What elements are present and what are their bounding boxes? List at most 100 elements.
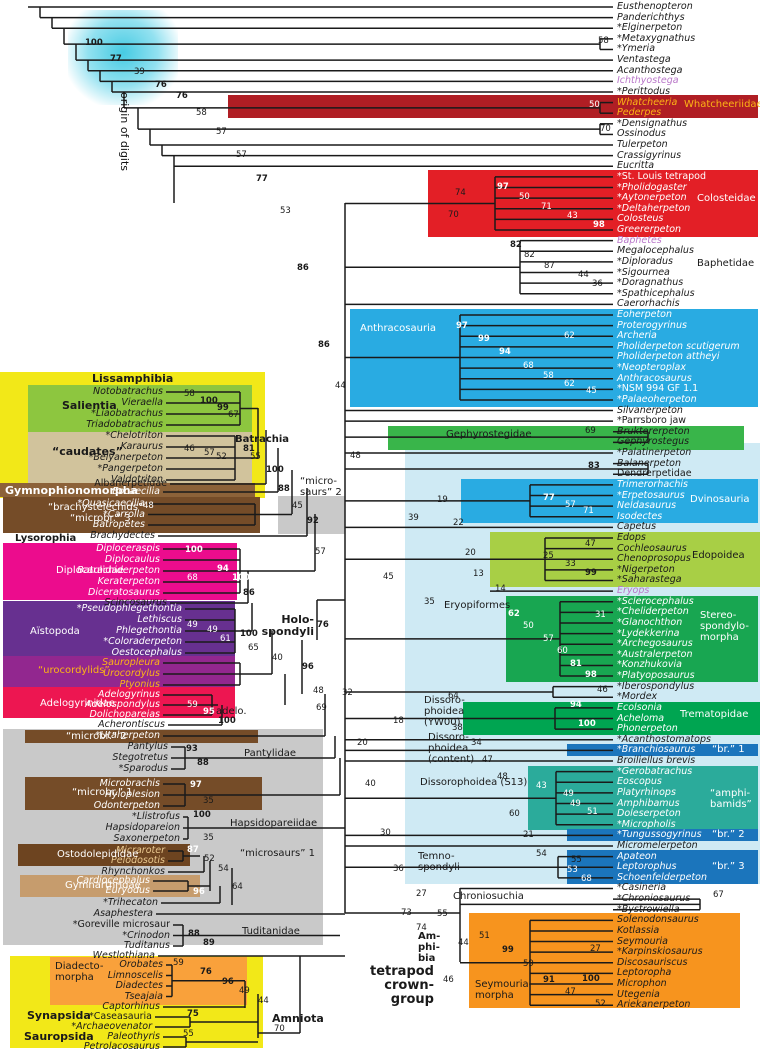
taxon-label: Capetus — [617, 521, 657, 533]
support-value: 64 — [232, 882, 243, 892]
taxon-label: Greererpeton — [617, 224, 682, 236]
taxon-label: *Karpinskiosaurus — [617, 946, 703, 958]
support-value: 62 — [564, 331, 575, 341]
support-value: 19 — [437, 495, 448, 505]
taxon-label: Proterogyrinus — [617, 319, 687, 331]
clade-label: “microbr.” 3 — [70, 513, 131, 524]
taxon-label: Ichthyostega — [617, 75, 679, 87]
support-value: 99 — [478, 334, 490, 344]
clade-label: “br.” 1 — [712, 744, 745, 755]
taxon-label: Sauropleura — [102, 657, 160, 668]
taxon-label: Valdotriton — [110, 474, 163, 485]
taxon-label: *Chroniosaurus — [617, 893, 691, 905]
support-value: 100 — [232, 573, 250, 583]
taxon-label: Archeria — [617, 330, 657, 342]
taxon-label: Oestocephalus — [111, 647, 182, 658]
taxon-label: Orobates — [119, 959, 163, 970]
clade-label: Synapsida — [27, 1009, 91, 1022]
support-value: 70 — [274, 1024, 285, 1034]
support-value: 61 — [220, 634, 231, 644]
taxon-label: Batrachiderpeton — [77, 565, 160, 576]
taxon-label: Scincosaurus — [104, 597, 167, 608]
clade-box-seymouriamorpha — [469, 913, 740, 1008]
taxon-label: Ptyonius — [119, 679, 160, 690]
support-value: 13 — [473, 569, 484, 579]
taxon-label: Pelodosotis — [111, 855, 165, 866]
support-value: 98 — [593, 220, 605, 230]
support-value: 46 — [443, 975, 454, 985]
support-value: 77 — [110, 54, 122, 64]
support-value: 88 — [197, 758, 209, 768]
clade-label: “micro-saurs” 2 — [300, 476, 342, 498]
support-value: 49 — [563, 789, 574, 799]
taxon-label: *Deltaherpeton — [617, 202, 691, 214]
taxon-label: *Diploradus — [617, 255, 673, 267]
support-value: 98 — [585, 670, 597, 680]
support-value: 81 — [570, 659, 582, 669]
taxon-label: Ecolsonia — [617, 701, 662, 713]
clade-box-caudates — [28, 432, 252, 488]
support-value: 99 — [502, 945, 514, 955]
clade-label: “br.” 2 — [712, 829, 745, 840]
support-value: 81 — [243, 444, 255, 454]
support-value: 20 — [357, 738, 368, 748]
taxon-label: Batropetes — [92, 519, 145, 530]
support-value: 49 — [570, 799, 581, 809]
taxon-label: Eoscopus — [617, 776, 662, 788]
support-value: 51 — [587, 807, 598, 817]
support-value: 89 — [203, 938, 215, 948]
taxon-label: *Saharastega — [617, 574, 682, 586]
support-value: 55 — [183, 1029, 194, 1039]
support-value: 86 — [318, 340, 330, 350]
taxon-label: Amphibamus — [617, 797, 680, 809]
support-value: 74 — [416, 923, 427, 933]
support-value: 57 — [236, 150, 247, 160]
taxon-label: *Australerpeton — [617, 648, 693, 660]
clade-label: Tuditanidae — [242, 926, 300, 937]
taxon-label: *St. Louis tetrapod — [617, 170, 707, 182]
taxon-label: Leptoropha — [617, 967, 672, 979]
support-value: 38 — [452, 723, 463, 733]
support-value: 59 — [187, 700, 198, 710]
taxon-label: Eryops — [617, 585, 650, 597]
taxon-label: Lethiscus — [137, 614, 182, 625]
support-value: 47 — [565, 987, 576, 997]
taxon-label: Bruktererpeton — [617, 425, 690, 437]
taxon-label: Microbrachis — [99, 778, 160, 789]
clade-label: Holo-spondyli — [261, 613, 314, 638]
taxon-label: Broiliellus brevis — [617, 755, 696, 767]
support-value: 94 — [499, 347, 511, 357]
support-value: 32 — [342, 688, 353, 698]
clade-label: Seymouria-morpha — [475, 979, 533, 1001]
support-value: 73 — [401, 908, 412, 918]
support-value: 100 — [218, 716, 236, 726]
support-value: 82 — [510, 240, 522, 250]
taxon-label: *Metaxygnathus — [617, 32, 696, 44]
taxon-label: Colosteus — [617, 213, 664, 225]
support-value: 58 — [196, 108, 207, 118]
taxon-label: Dolichopareias — [89, 709, 160, 720]
support-value: 44 — [258, 996, 269, 1006]
clade-box-microbr-1 — [25, 777, 262, 810]
taxon-label: *Konzhukovia — [617, 659, 682, 671]
clade-label: Anthracosauria — [360, 323, 436, 334]
support-value: 43 — [536, 781, 547, 791]
support-value: 68 — [187, 573, 198, 583]
support-value: 100 — [240, 629, 258, 639]
support-value: 45 — [292, 501, 303, 511]
taxon-label: Chenoprosopus — [617, 553, 691, 565]
support-value: 48 — [497, 772, 508, 782]
taxon-label: *Aytonerpeton — [617, 192, 687, 204]
taxon-label: *Nigerpeton — [617, 563, 675, 575]
support-value: 53 — [280, 206, 291, 216]
support-value: 97 — [497, 182, 509, 192]
support-value: 96 — [222, 977, 234, 987]
taxon-label: Paleothyris — [107, 1031, 160, 1042]
support-value: 27 — [590, 944, 601, 954]
support-value: 68 — [523, 361, 534, 371]
support-value: 76 — [200, 967, 212, 977]
clade-label: Trematopidae — [680, 709, 749, 720]
support-value: 21 — [523, 830, 534, 840]
